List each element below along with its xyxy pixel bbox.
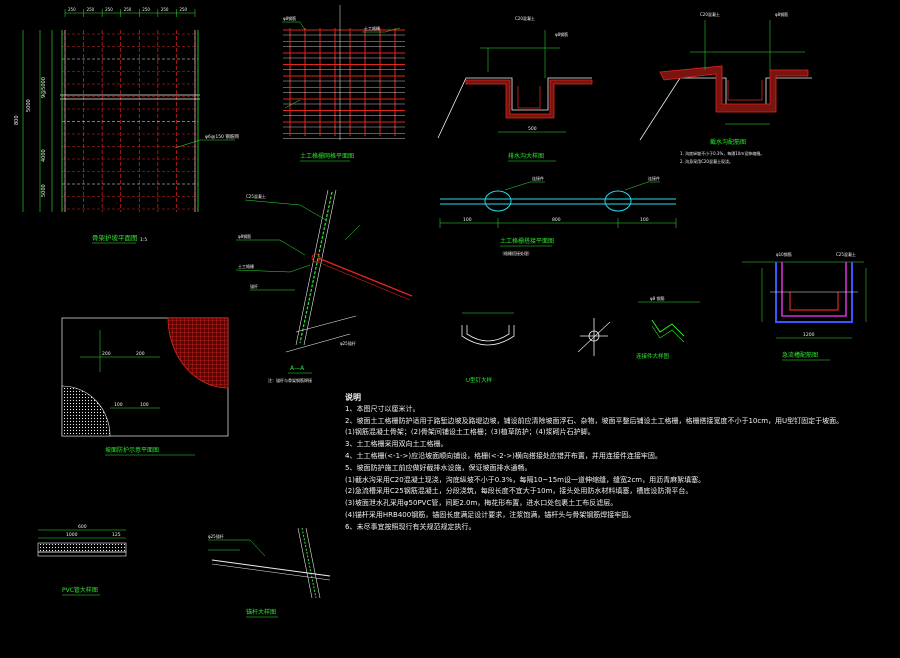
caption-pvc: PVC管大样图	[62, 586, 98, 594]
svg-text:100: 100	[140, 402, 149, 408]
svg-text:1. 沟底纵坡不小于0.3%，每隔10m设伸缩缝。: 1. 沟底纵坡不小于0.3%，每隔10m设伸缩缝。	[680, 150, 764, 156]
design-notes: 说明 1、本图尺寸以厘米计。 2、坡面土工格栅防护适用于路堑边坡及路堤边坡，铺设…	[345, 392, 895, 534]
svg-text:φ10钢筋: φ10钢筋	[776, 251, 792, 257]
plan-top-dim: 250	[87, 7, 95, 12]
svg-text:锚杆: 锚杆	[250, 283, 258, 289]
u-bracket-detail: φ8 钢筋 连接件大样图	[636, 295, 700, 360]
pvc-b-dim: 125	[112, 532, 121, 538]
caption-connector: 连接件大样图	[636, 352, 670, 360]
notes-line: (1)截水沟采用C20混凝土现浇，沟底纵坡不小于0.3%，每隔10~15m设一道…	[345, 475, 706, 484]
plan-top-dim: 250	[161, 7, 169, 12]
plan-view: 250 250 250 250 250 250 250 9@5000 5000 4000 5…	[14, 7, 239, 244]
caption-overlap-plan: 土工格栅搭接平面图	[500, 237, 554, 245]
caption-ditch-section2: 截水沟配筋图	[710, 138, 746, 146]
svg-text:1200: 1200	[803, 332, 815, 338]
plan-left-dim-3: 4000	[41, 149, 47, 162]
notes-line: (1)钢筋混凝土骨架；(2)骨架间铺设土工格栅；(3)植草防护；(4)浆砌片石护…	[345, 428, 595, 437]
notes-line: (2)急流槽采用C25钢筋混凝土，分段浇筑，每段长度不宜大于10m，接头处用防水…	[345, 487, 693, 496]
notes-line: 1、本图尺寸以厘米计。	[345, 404, 420, 413]
svg-text:C20混凝土: C20混凝土	[700, 11, 720, 17]
svg-text:φ8钢筋: φ8钢筋	[775, 11, 788, 17]
pvc-a-dim: 1000	[66, 532, 78, 538]
svg-text:C25混凝土: C25混凝土	[246, 193, 266, 199]
plan-top-dim: 250	[179, 7, 187, 12]
svg-text:φ25锚杆: φ25锚杆	[208, 533, 224, 539]
notes-line: (4)锚杆采用HRB400钢筋，锚固长度满足设计要求，注浆饱满，锚杆头与骨架钢筋…	[345, 510, 636, 519]
caption-mesh-detail: 土工格栅网格平面图	[300, 152, 354, 160]
caption-u-channel: 急流槽配筋图	[782, 351, 818, 359]
plan-left-dim-1: 9@5000	[41, 77, 47, 98]
svg-text:C20混凝土: C20混凝土	[515, 15, 535, 21]
svg-text:φ6@150 钢筋网: φ6@150 钢筋网	[205, 133, 239, 140]
svg-text:φ8 钢筋: φ8 钢筋	[650, 295, 664, 301]
pvc-detail: 600 1000 125 PVC管大样图	[37, 524, 127, 596]
svg-text:200: 200	[136, 351, 145, 357]
svg-text:注：锚杆与骨架钢筋焊接: 注：锚杆与骨架钢筋焊接	[268, 377, 312, 383]
caption-plan-scale: 1:5	[140, 237, 147, 243]
svg-text:土工格栅: 土工格栅	[364, 25, 380, 31]
svg-text:C25混凝土: C25混凝土	[836, 251, 856, 257]
plan-top-dim: 250	[142, 7, 150, 12]
caption-ditch-section: 排水沟大样图	[508, 152, 544, 160]
notes-line: 4、土工格栅(<-1->)应沿坡面顺向铺设，格栅(<-2->)横向搭接处应错开布…	[345, 451, 662, 460]
svg-text:土工格栅: 土工格栅	[238, 263, 254, 269]
svg-text:200: 200	[102, 351, 111, 357]
svg-text:100: 100	[114, 402, 123, 408]
hook-detail: U型钉大样	[461, 312, 515, 384]
slope-section: φ8钢筋 C25混凝土 土工格栅 锚杆 φ25锚杆 A—A 注：锚杆与骨架钢筋焊…	[235, 189, 413, 383]
plan-top-dim: 250	[105, 7, 113, 12]
band-side-dim-2: 100	[640, 217, 649, 223]
svg-text:φ8钢筋: φ8钢筋	[238, 233, 251, 239]
band-side-dim-1: 100	[463, 217, 472, 223]
caption-quarter-plan: 坡面防护示意平面图	[105, 446, 159, 454]
svg-text:φ25锚杆: φ25锚杆	[340, 340, 356, 346]
plan-top-dim: 250	[68, 7, 76, 12]
mesh-detail: φ8钢筋 土工格栅 土工格栅网格平面图	[282, 5, 405, 162]
quarter-plan: 200 200 100 100 坡面防护示意平面图	[61, 317, 229, 456]
caption-hook: U型钉大样	[466, 376, 493, 384]
plan-left-dim-4: 5000	[41, 184, 47, 197]
ditch-section: C20混凝土 φ8钢筋 500 排水沟大样图	[437, 15, 593, 162]
svg-text:2. 沟身采用C20混凝土现浇。: 2. 沟身采用C20混凝土现浇。	[680, 158, 733, 164]
caption-anchor: 锚杆大样图	[246, 608, 276, 616]
svg-text:连接件: 连接件	[532, 175, 544, 181]
overlap-plan: 100 800 100 连接件 连接件 土工格栅搭接平面图 （格栅搭接处理）	[439, 175, 677, 256]
plan-side-total: 800	[14, 115, 20, 125]
notes-line: 3、土工格栅采用双向土工格栅。	[345, 440, 448, 449]
notes-line: 5、坡面防护施工前应做好截排水设施，保证坡面排水通畅。	[345, 463, 532, 472]
ditch-width-dim: 500	[528, 126, 537, 132]
caption-plan-view: 骨架护坡平面图	[92, 233, 138, 242]
plan-left-dim-2: 5000	[26, 99, 32, 112]
u-channel: 1200 φ10钢筋 C25混凝土 急流槽配筋图	[742, 251, 867, 361]
band-main-dim: 800	[552, 217, 561, 223]
pvc-top-dim: 600	[78, 524, 87, 530]
svg-text:φ8钢筋: φ8钢筋	[555, 31, 568, 37]
ditch-section-2: C20混凝土 φ8钢筋 截水沟配筋图 1. 沟底纵坡不小于0.3%，每隔10m设…	[639, 11, 812, 164]
svg-text:连接件: 连接件	[648, 175, 660, 181]
notes-title: 说明	[345, 393, 361, 402]
notes-line: 2、坡面土工格栅防护适用于路堑边坡及路堤边坡，铺设前应清除坡面浮石、杂物，坡面平…	[345, 416, 844, 425]
plan-top-dim: 250	[124, 7, 132, 12]
caption-slope-section: A—A	[290, 365, 305, 372]
anchor-detail: φ25锚杆 锚杆大样图	[208, 527, 331, 618]
notes-line: (3)坡面泄水孔采用φ50PVC管，间距2.0m，梅花形布置，进水口处包裹土工布…	[345, 499, 618, 508]
svg-text:（格栅搭接处理）: （格栅搭接处理）	[500, 250, 532, 256]
svg-text:φ8钢筋: φ8钢筋	[283, 15, 296, 21]
connector-detail	[577, 318, 611, 356]
notes-line: 6、未尽事宜按照现行有关规范规定执行。	[345, 522, 476, 531]
